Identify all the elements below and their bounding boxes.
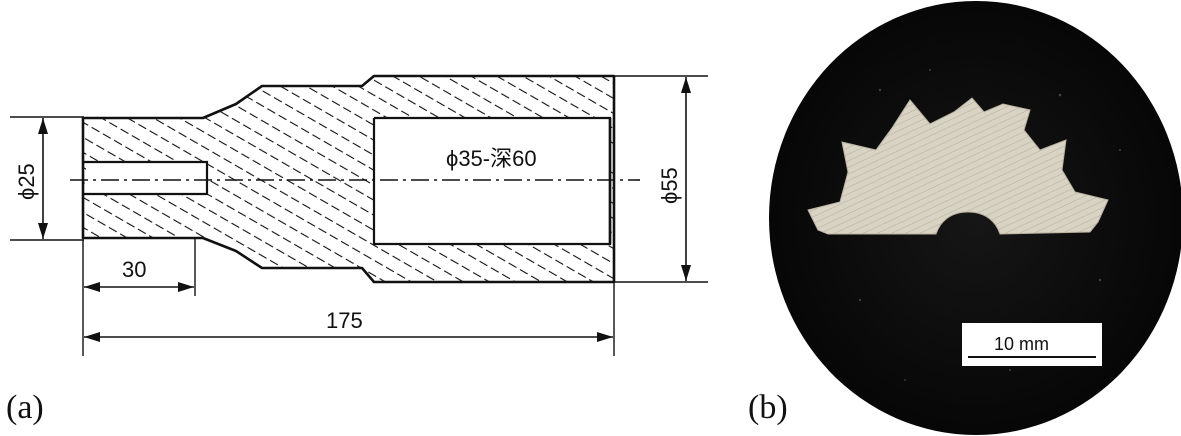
large-bore-outline [372, 116, 612, 246]
bore-note: ϕ35-深60 [446, 146, 537, 171]
dimension-dia-large: ϕ55 [614, 75, 708, 283]
bore-note-bg [440, 143, 570, 173]
shaft-section-body [83, 76, 614, 282]
dimension-dia-small: ϕ25 [10, 116, 84, 241]
scale-bar-label: 10 mm [994, 334, 1049, 354]
scale-bar-box [962, 323, 1102, 366]
shaft-drawing: ϕ35-深60 [70, 74, 640, 284]
dimension-bore-length: 30 [82, 238, 196, 356]
small-bore-outline [83, 160, 209, 196]
gear-sector [807, 97, 1109, 235]
dimension-total-length: 175 [84, 282, 615, 356]
panel-a-tag: (a) [6, 389, 44, 426]
panel-b-tag: (b) [748, 389, 788, 426]
gear-photo: 10 mm [769, 1, 1181, 435]
dim-label-dia-large: ϕ55 [657, 167, 682, 204]
dim-label-total-length: 175 [326, 308, 363, 333]
dim-label-bore-length: 30 [122, 257, 146, 282]
dim-label-dia-small: ϕ25 [14, 163, 39, 200]
